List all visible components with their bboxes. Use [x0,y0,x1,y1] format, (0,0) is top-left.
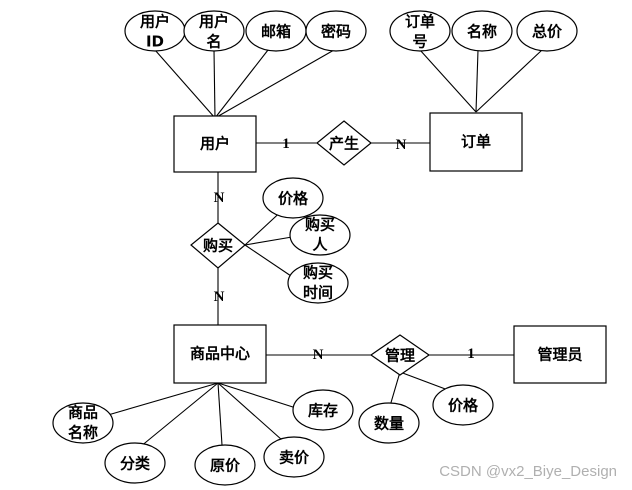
edge-mall-saleprice [217,382,283,441]
attr-buyer: 购买 人 [289,214,351,256]
edge-mall-category [139,382,219,448]
attr-category-label: 分类 [120,455,151,473]
attr-username: 用户 名 [183,10,245,52]
attr-manage-price: 价格 [432,384,494,426]
edge-email-user [214,49,269,119]
entity-order: 订单 [429,112,523,172]
entity-admin-label: 管理员 [537,346,582,364]
attr-total-price-label: 总价 [532,23,563,41]
edge-mall-origprice [217,382,223,446]
edge-totalprice-order [475,49,543,113]
attr-buy-price-label: 价格 [278,190,309,208]
edge-password-user [214,49,335,119]
attr-sale-price-label: 卖价 [279,449,310,467]
attr-buy-time-line2: 时间 [303,284,333,302]
attr-buy-time: 购买 时间 [287,262,349,304]
attr-goods-name: 商品 名称 [52,402,114,444]
attr-goods-name-line2: 名称 [68,424,98,442]
attr-password-label: 密码 [321,23,351,41]
relationship-manage: 管理 [369,334,431,376]
attr-stock: 库存 [292,389,354,431]
attr-username-line1: 用户 [199,13,229,31]
edge-buy-buyer [244,236,293,246]
edge-orderno-order [419,49,477,113]
attr-buyer-line2: 人 [312,236,328,254]
attr-total-price: 总价 [516,10,578,52]
attr-password: 密码 [305,10,367,52]
edge-userid-user [154,49,216,119]
entity-mall-label: 商品中心 [190,345,250,363]
card-mall-manage: N [313,347,324,363]
attr-username-line2: 名 [206,33,221,51]
entity-user-label: 用户 [200,135,230,153]
attr-buy-time-line1: 购买 [303,264,333,282]
relationship-produce: 产生 [316,120,372,166]
attr-order-no-line1: 订单 [405,13,435,31]
attr-category: 分类 [104,442,166,484]
attr-sale-price: 卖价 [263,436,325,478]
attr-buyer-line1: 购买 [305,216,335,234]
edge-mall-goodsname [107,382,219,416]
card-produce-order: N [396,137,407,153]
entity-order-label: 订单 [461,133,491,151]
entity-user: 用户 [173,115,257,173]
relationship-produce-label: 产生 [329,135,359,153]
attr-user-id: 用户 ID [124,10,186,52]
attr-order-no-line2: 号 [412,33,427,51]
edge-manage-quantity [389,371,401,407]
attr-order-name: 名称 [451,10,513,52]
card-manage-admin: 1 [467,346,475,362]
relationship-buy-label: 购买 [203,237,233,255]
watermark: CSDN @vx2_Biye_Design [439,463,617,480]
card-user-produce: 1 [282,136,290,152]
attr-stock-label: 库存 [308,402,338,420]
edges [107,49,543,448]
attr-email: 邮箱 [245,10,307,52]
edge-manage-price [399,371,449,391]
attr-quantity: 数量 [358,402,420,444]
entity-admin: 管理员 [513,325,607,384]
relationship-buy: 购买 [190,222,246,269]
attr-buy-price: 价格 [262,177,324,219]
edge-ordername-order [475,49,479,113]
attr-user-id-line1: 用户 [140,13,170,31]
attr-original-price: 原价 [194,444,256,486]
edge-mall-stock [217,382,297,409]
attr-quantity-label: 数量 [374,415,404,433]
relationship-manage-label: 管理 [385,347,415,365]
entity-mall: 商品中心 [173,324,267,384]
card-buy-mall: N [214,289,225,305]
card-user-buy: N [214,190,225,206]
attr-order-no: 订单 号 [389,10,451,52]
edge-buy-buytime [244,244,295,279]
attr-order-name-label: 名称 [467,23,497,41]
attr-goods-name-line1: 商品 [68,404,98,422]
attr-manage-price-label: 价格 [448,397,479,415]
attr-user-id-line2: ID [146,33,164,51]
attr-email-label: 邮箱 [261,23,291,41]
attr-original-price-label: 原价 [210,457,241,475]
edge-username-user [213,49,216,119]
